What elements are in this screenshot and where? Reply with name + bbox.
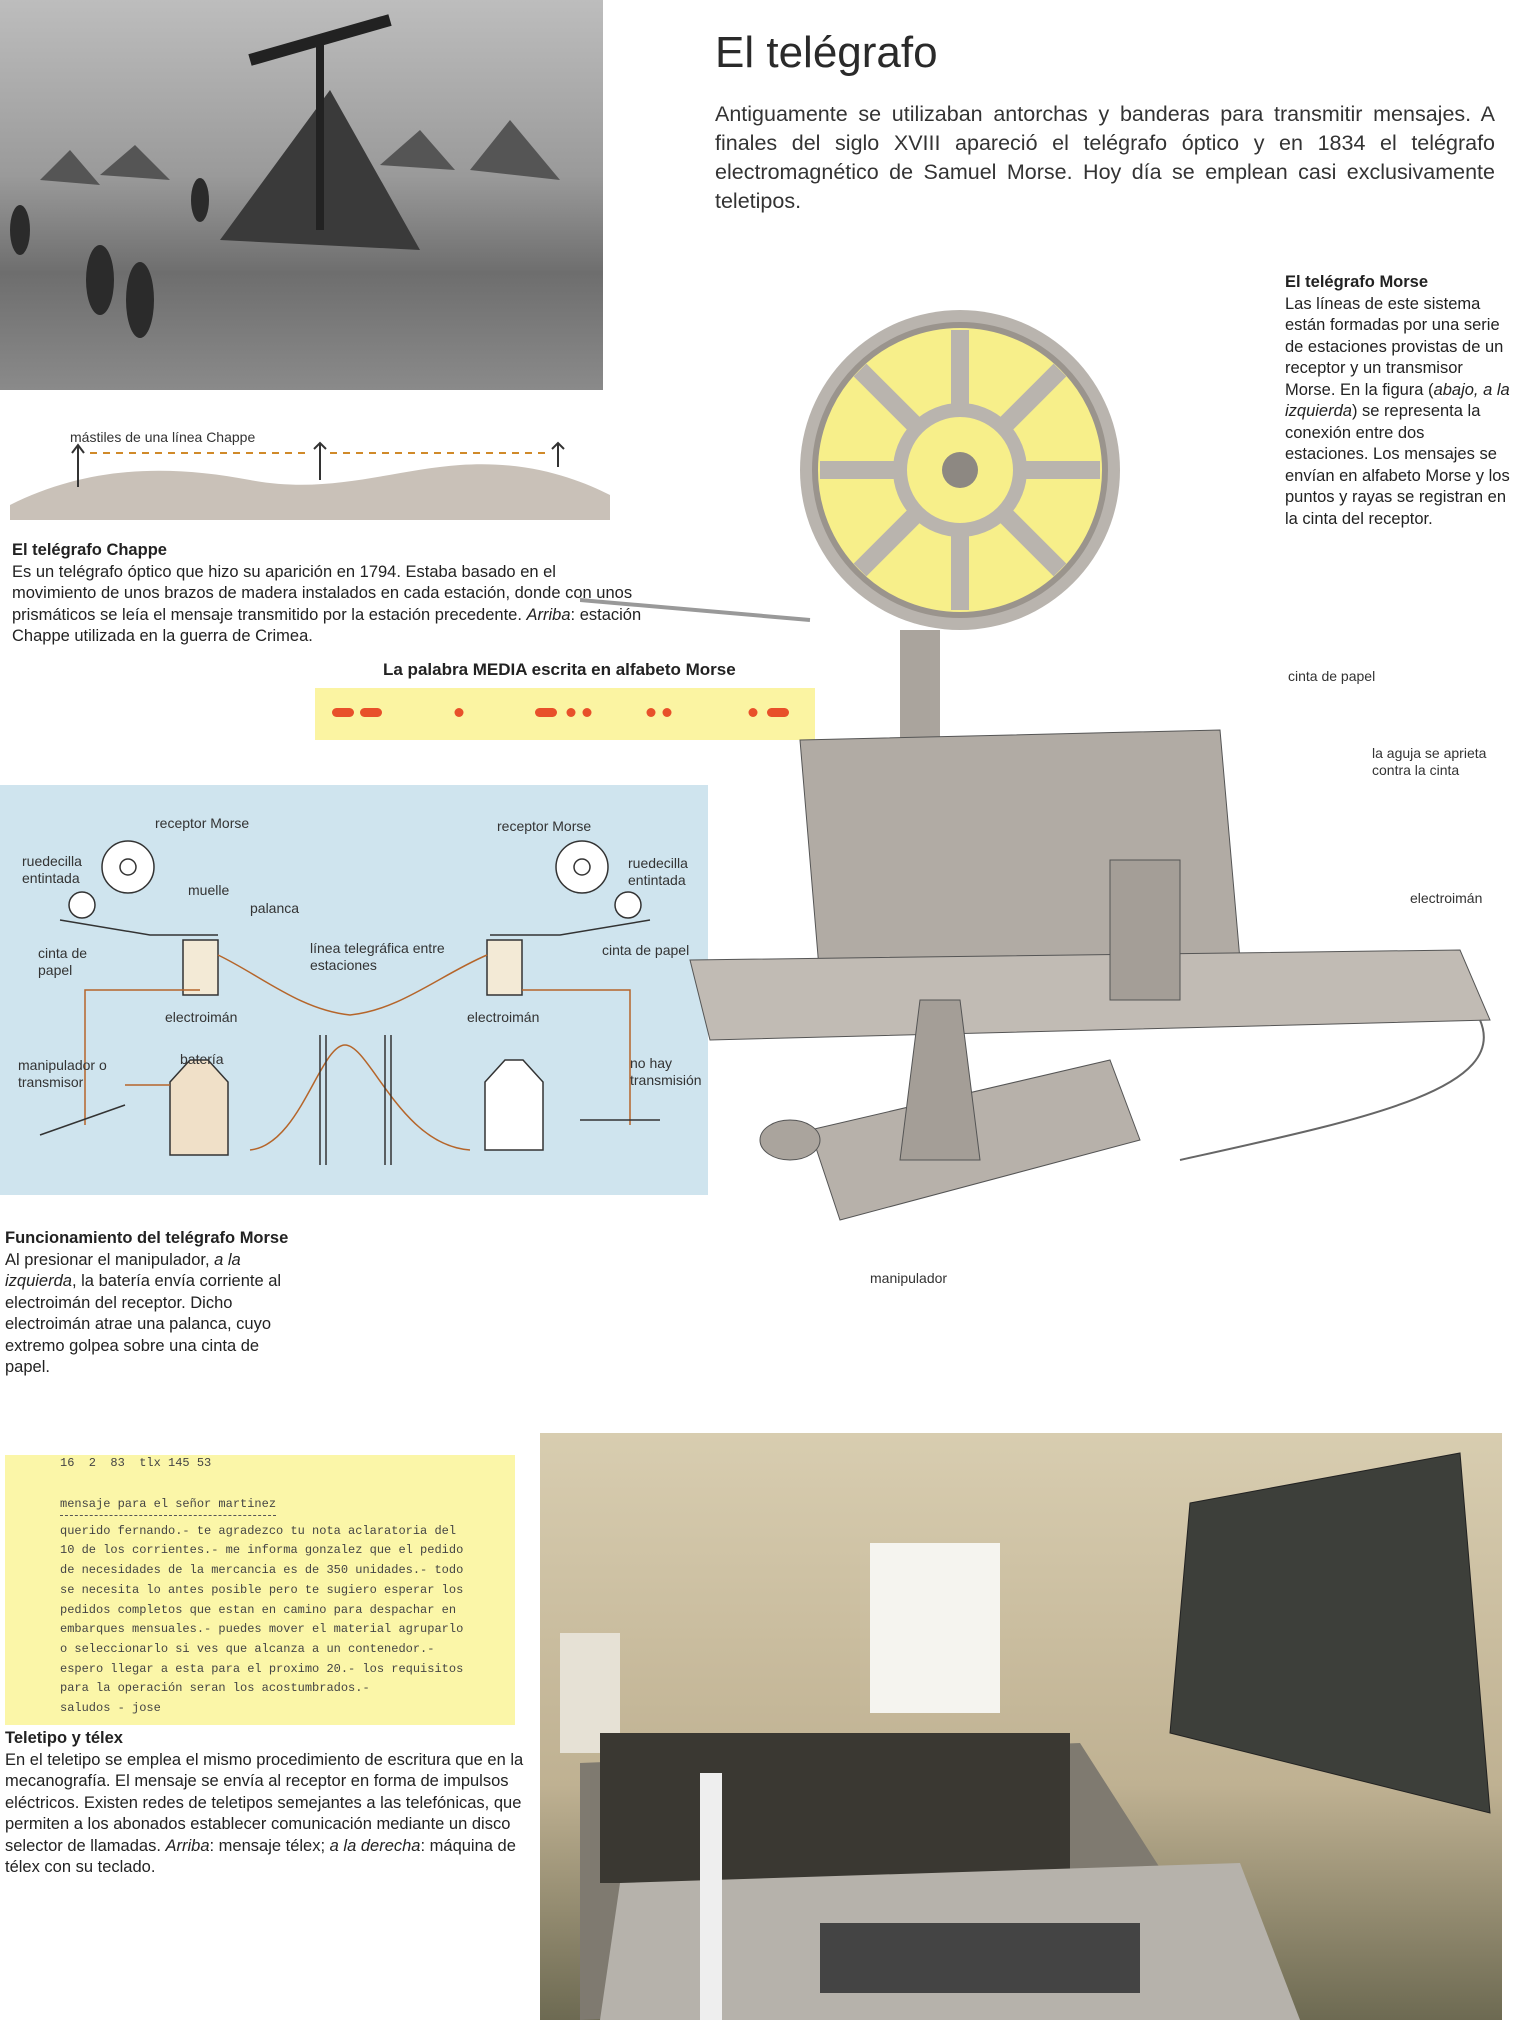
telex-line: pedidos completos que estan en camino pa… <box>60 1602 457 1617</box>
chappe-arriba: Arriba <box>526 605 571 624</box>
morse-text-italic: abajo, a la izquierda <box>1285 380 1510 421</box>
diagram-bateria: batería <box>180 1051 224 1067</box>
diagram-ruedecilla-right: ruedecilla entintada <box>628 855 688 888</box>
telex-line: se necesita lo antes posible pero te sug… <box>60 1582 464 1597</box>
diagram-electroiman-right: electroimán <box>467 1009 540 1025</box>
telex-line: embarques mensuales.- puedes mover el ma… <box>60 1622 464 1637</box>
telex-line: saludos - jose <box>60 1701 161 1716</box>
telex-subject: mensaje para el señor martinez <box>60 1495 277 1516</box>
telex-line: o seleccionarlo si ves que alcanza a un … <box>60 1641 435 1656</box>
chappe-caption: El telégrafo Chappe Es un telégrafo ópti… <box>12 540 642 648</box>
teletipo-derecha: a la derecha <box>329 1836 421 1855</box>
telex-line: espero llegar a esta para el proximo 20.… <box>60 1661 464 1676</box>
telex-line: 10 de los corrientes.- me informa gonzal… <box>60 1543 464 1558</box>
morse-code-marks <box>332 708 789 717</box>
intro-paragraph: Antiguamente se utilizaban antorchas y b… <box>715 102 1495 213</box>
chappe-line-diagram: mástiles de una línea Chappe <box>10 425 610 520</box>
teletipo-text-b: : mensaje télex; <box>209 1836 330 1855</box>
teletipo-text-c: : máquina de télex con su teclado. <box>5 1836 516 1877</box>
telex-line: de necesidades de la mercancia es de 350… <box>60 1563 464 1578</box>
funcionamiento-text-a: Al presionar el manipulador, <box>5 1250 215 1269</box>
teletipo-arriba: Arriba <box>165 1836 210 1855</box>
diagram-cinta-right: cinta de papel <box>602 942 690 958</box>
crimea-chappe-station-engraving <box>0 0 603 390</box>
label-manipulador: manipulador <box>870 1270 948 1286</box>
chappe-mast-label: mástiles de una línea Chappe <box>70 429 256 445</box>
label-electroiman: electroimán <box>1410 890 1483 906</box>
diagram-ruedecilla-left: ruedecilla entintada <box>22 853 82 886</box>
telex-machine-photo <box>540 1433 1502 2020</box>
diagram-linea: línea telegráfica entre estaciones <box>310 940 445 973</box>
morse-text-a: Las líneas de este sistema están formada… <box>1285 294 1504 399</box>
page-title: El telégrafo <box>715 28 938 77</box>
morse-strip-heading: La palabra MEDIA escrita en alfabeto Mor… <box>383 660 736 679</box>
label-aguja: la aguja se aprieta contra la cinta <box>1372 745 1487 778</box>
morse-telegraph-illustration <box>579 260 1500 1260</box>
funcionamiento-italic: a la izquierda <box>5 1250 241 1291</box>
teletipo-caption: Teletipo y télex En el teletipo se emple… <box>5 1728 535 1879</box>
diagram-palanca: palanca <box>250 900 300 916</box>
telex-line: para la operación seran los acostumbrado… <box>60 1681 370 1696</box>
morse-telegraph-caption: El telégrafo Morse Las líneas de este si… <box>1285 272 1510 530</box>
funcionamiento-text-b: , la batería envía corriente al electroi… <box>5 1272 282 1376</box>
funcionamiento-heading: Funcionamiento del telégrafo Morse <box>5 1229 289 1247</box>
telex-header-line: 16 2 83 tlx 145 53 <box>60 1456 212 1470</box>
teletipo-heading: Teletipo y télex <box>5 1729 123 1747</box>
chappe-arriba-text: : estación Chappe utilizada en la guerra… <box>12 605 642 646</box>
chappe-heading: El telégrafo Chappe <box>12 541 167 559</box>
teletipo-text-a: En el teletipo se emplea el mismo proced… <box>5 1750 524 1855</box>
label-cinta-de-papel: cinta de papel <box>1288 668 1376 684</box>
morse-telegraph-heading: El telégrafo Morse <box>1285 273 1429 291</box>
diagram-cinta-left: cinta de papel <box>38 945 88 978</box>
morse-text-b: ) se representa la conexión entre dos es… <box>1285 402 1510 528</box>
chappe-text: Es un telégrafo óptico que hizo su apari… <box>12 562 633 624</box>
diagram-electroiman-left: electroimán <box>165 1009 238 1025</box>
morse-circuit-diagram: receptor Morse receptor Morse ruedecilla… <box>0 785 708 1195</box>
telex-message: 16 2 83 tlx 145 53 mensaje para el señor… <box>5 1455 515 1725</box>
diagram-manipulador: manipulador o transmisor <box>18 1057 107 1090</box>
diagram-receptor-right: receptor Morse <box>497 818 592 834</box>
diagram-muelle: muelle <box>188 882 230 898</box>
funcionamiento-caption: Funcionamiento del telégrafo Morse Al pr… <box>5 1228 300 1379</box>
diagram-no-hay: no hay transmisión <box>630 1055 702 1088</box>
diagram-receptor-left: receptor Morse <box>155 815 250 831</box>
telex-line: querido fernando.- te agradezco tu nota … <box>60 1523 457 1538</box>
morse-tape <box>315 688 815 740</box>
